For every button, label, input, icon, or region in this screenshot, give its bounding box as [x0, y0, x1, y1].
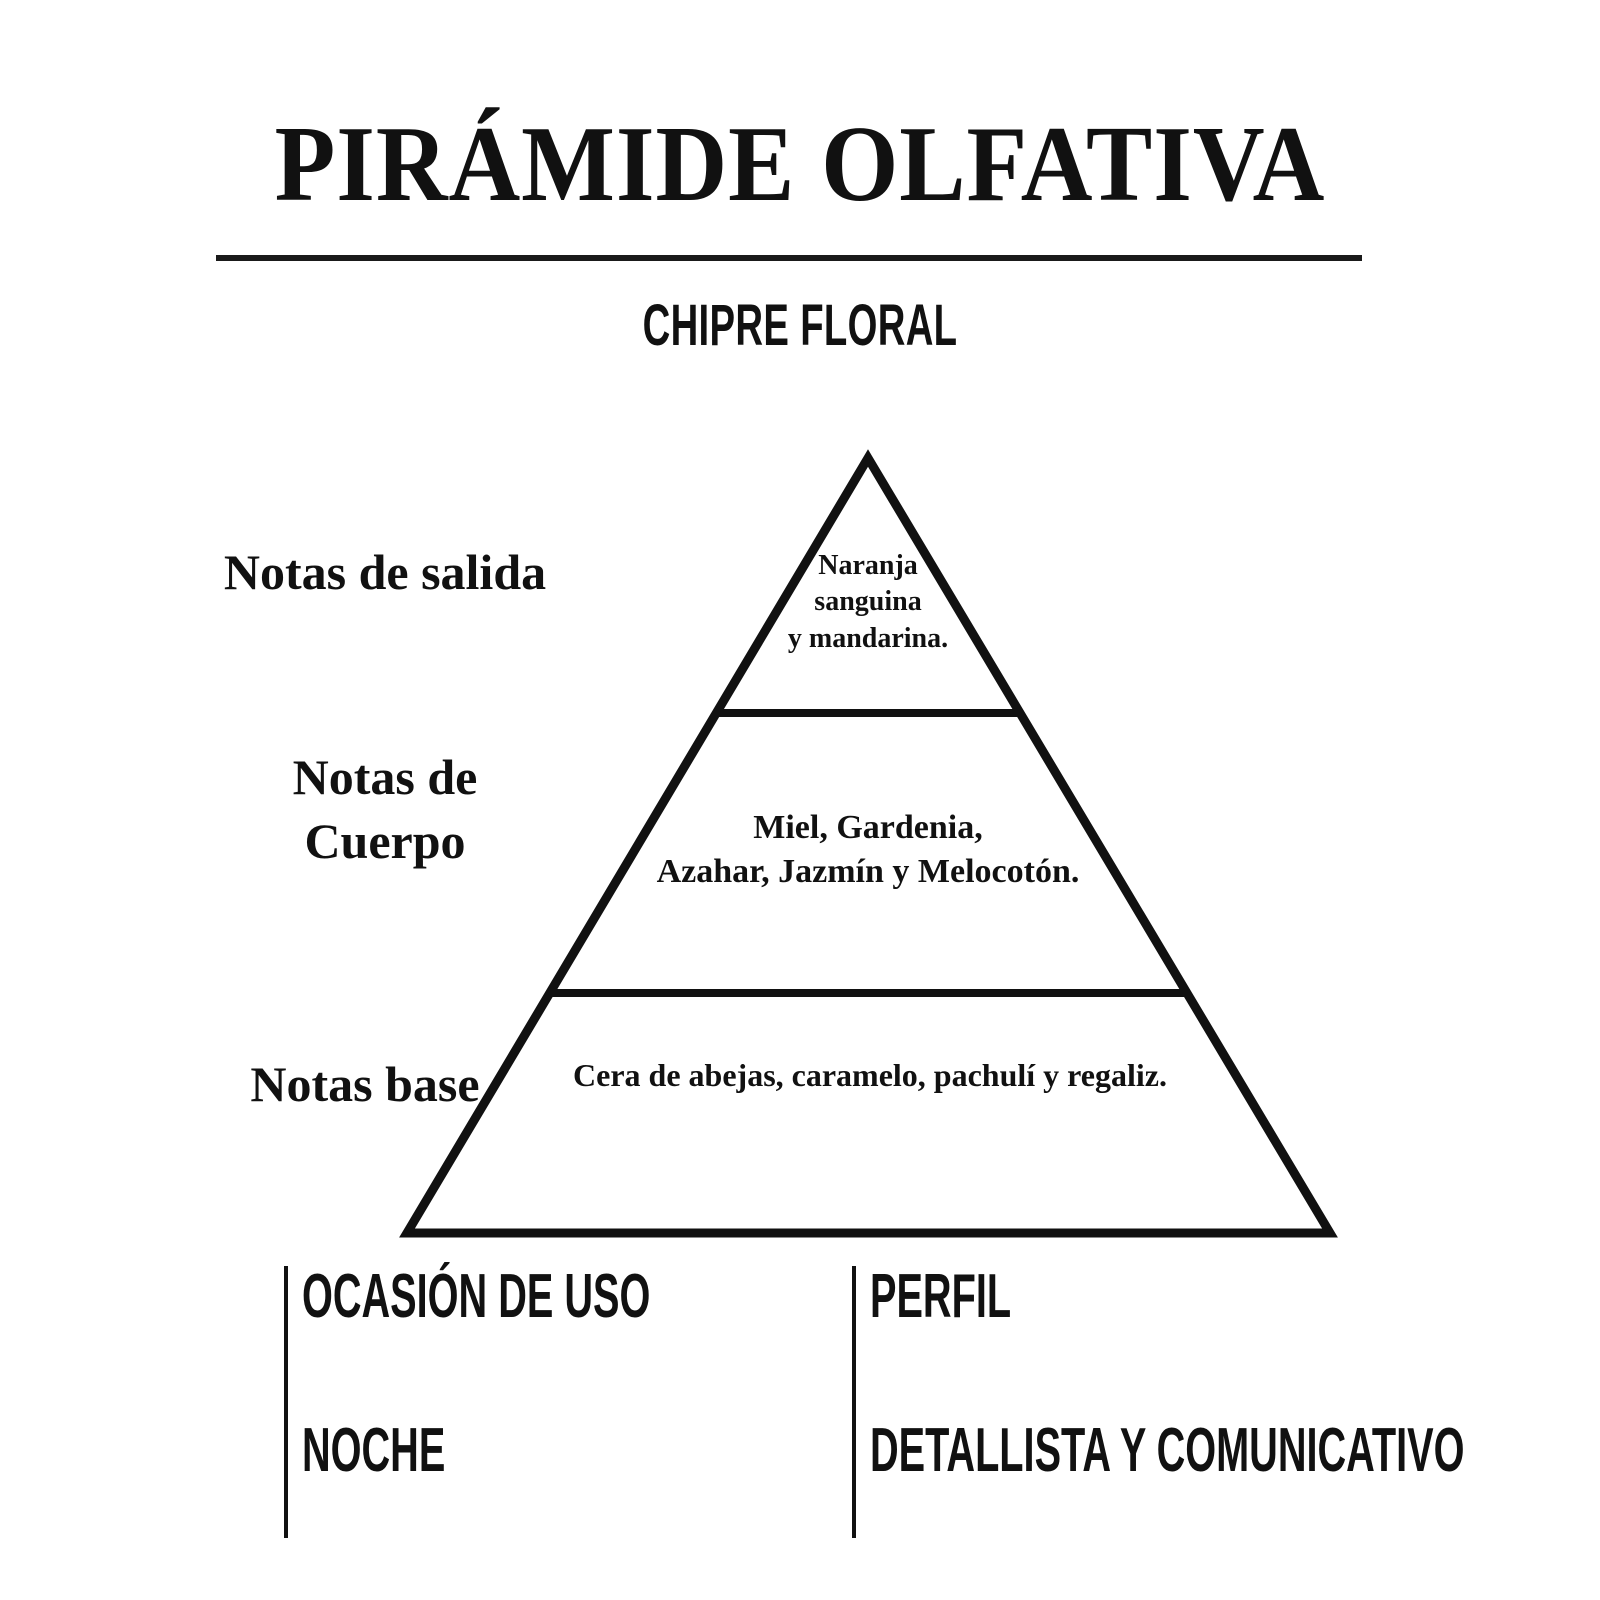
fragrance-family-subtitle: CHIPRE FLORAL	[642, 293, 958, 358]
page-title: PIRÁMIDE OLFATIVA	[274, 105, 1326, 224]
top-notes-text: Naranja sanguina y mandarina.	[787, 550, 949, 654]
occasion-value: NOCHE	[302, 1416, 446, 1485]
base-notes-text: Cera de abejas, caramelo, pachulí y rega…	[573, 1057, 1167, 1093]
title-underline-rule	[216, 255, 1362, 261]
level-label-base-notes: Notas base	[250, 1056, 480, 1112]
level-label-top-notes: Notas de salida	[223, 544, 547, 600]
level-label-heart-notes: Notas de Cuerpo	[292, 749, 478, 869]
profile-body: PERFIL DETALLISTA Y COMUNICATIVO	[870, 1266, 1600, 1482]
occasion-body: OCASIÓN DE USO NOCHE	[302, 1266, 846, 1482]
profile-divider-rule	[852, 1266, 856, 1538]
occasion-heading: OCASIÓN DE USO	[302, 1262, 651, 1331]
profile-value: DETALLISTA Y COMUNICATIVO	[870, 1416, 1465, 1485]
heart-notes-text: Miel, Gardenia, Azahar, Jazmín y Melocot…	[656, 809, 1080, 891]
profile-heading: PERFIL	[870, 1262, 1012, 1331]
occasion-divider-rule	[284, 1266, 288, 1538]
